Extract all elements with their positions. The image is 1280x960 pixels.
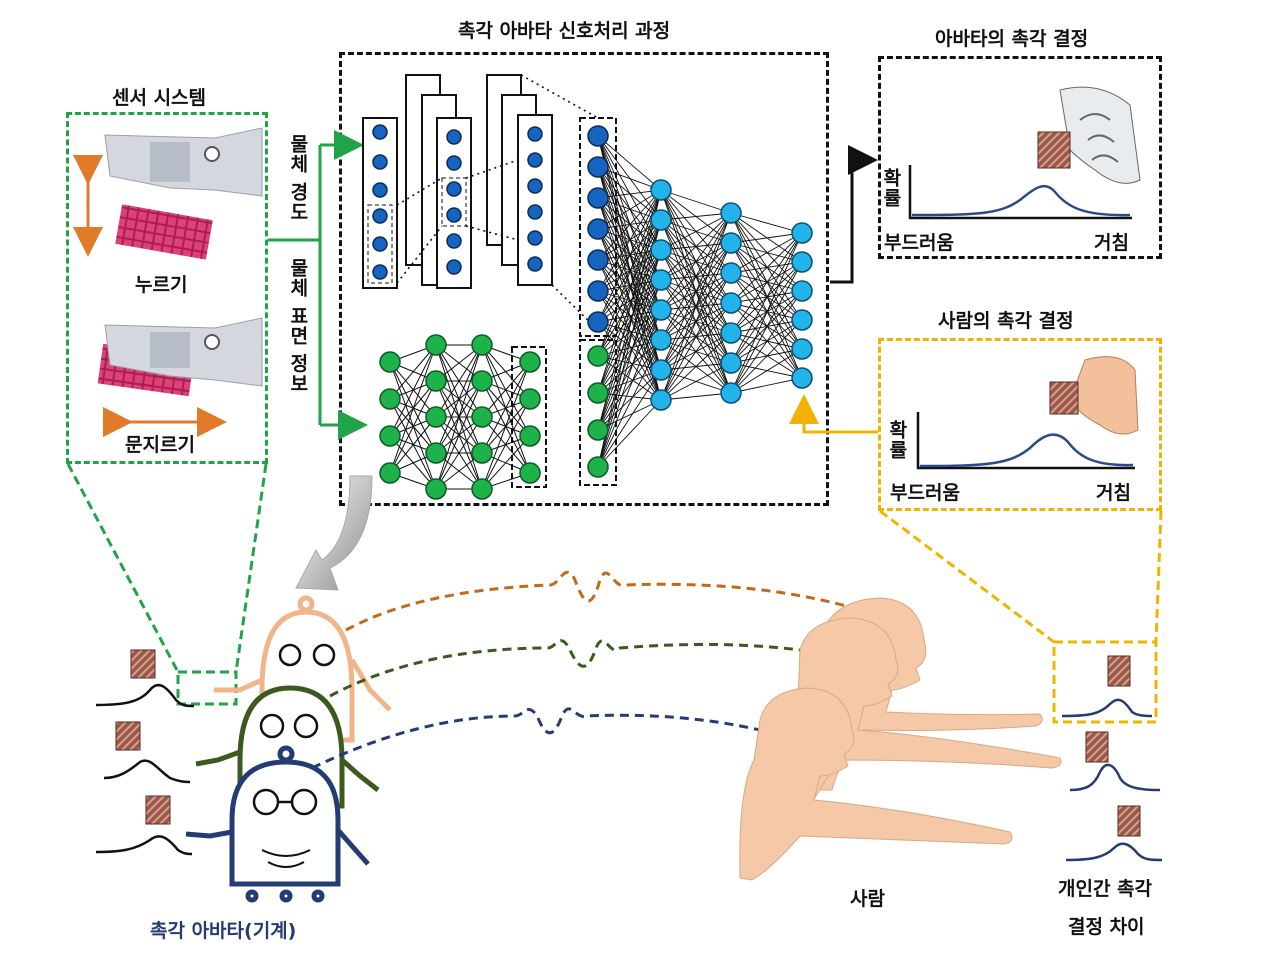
merged-network (579, 117, 813, 486)
input-node-green (587, 345, 609, 367)
hidden-node (791, 222, 813, 244)
mlp-node (519, 425, 541, 447)
input-node-blue (587, 156, 609, 178)
mlp-node (379, 351, 401, 373)
human-plot-x-right: 거침 (1096, 482, 1131, 504)
hidden-node (720, 202, 742, 224)
mlp-node (471, 334, 493, 356)
hidden-node (720, 352, 742, 374)
human-label: 사람 (850, 888, 885, 910)
mlp-node (519, 462, 541, 484)
avatar-plot-x-right: 거침 (1094, 232, 1129, 254)
mlp-node (425, 478, 447, 500)
hidden-node (791, 280, 813, 302)
hidden-node (720, 232, 742, 254)
input-node-blue (587, 311, 609, 333)
hidden-node (650, 359, 672, 381)
human-silhouettes (739, 597, 1062, 881)
avatar-label: 촉각 아바타(기계) (150, 920, 297, 942)
input-node-green (587, 419, 609, 441)
zoom-lines (66, 463, 1163, 724)
hidden-node (791, 309, 813, 331)
cnn-feature-maps (362, 74, 599, 331)
human-decision-title: 사람의 촉각 결정 (938, 310, 1074, 332)
mlp-node (379, 425, 401, 447)
hidden-node (650, 389, 672, 411)
signal-navy (311, 707, 761, 770)
avatar-distributions (95, 649, 195, 856)
hidden-node (650, 209, 672, 231)
human-distributions (1061, 655, 1163, 862)
mlp-branch (379, 334, 547, 500)
mlp-node (471, 406, 493, 428)
hidden-node (650, 299, 672, 321)
robot-navy (185, 745, 370, 903)
press-label: 누르기 (135, 274, 188, 296)
input-node-blue (587, 280, 609, 302)
hidden-node (720, 262, 742, 284)
sensor-frame (66, 112, 268, 464)
input-node-blue (587, 125, 609, 147)
difference-label-line2: 결정 차이 (1068, 916, 1145, 938)
input-arrows (268, 130, 368, 440)
hidden-node (720, 322, 742, 344)
avatar-decision-title: 아바타의 촉각 결정 (935, 28, 1089, 50)
hidden-node (791, 251, 813, 273)
mlp-node (379, 388, 401, 410)
input-node-green (587, 382, 609, 404)
output-arrow-avatar (830, 145, 878, 284)
sensor-press-image (104, 127, 263, 260)
hidden-node (791, 338, 813, 360)
mlp-node (519, 351, 541, 373)
network-frame (339, 52, 829, 506)
human-decision-plot (916, 356, 1139, 470)
mlp-node (471, 442, 493, 464)
rub-label: 문지르기 (125, 434, 195, 456)
input-node-green (587, 456, 609, 478)
avatar-decision-frame (878, 56, 1162, 259)
human-plot-y-label: 확률 (885, 420, 908, 460)
hidden-node (791, 367, 813, 389)
mlp-node (519, 388, 541, 410)
hardness-path-label: 물체 경도 (286, 134, 309, 222)
surface-path-label: 물체 표면 정보 (286, 258, 309, 394)
input-node-blue (587, 249, 609, 271)
hidden-node (650, 329, 672, 351)
mlp-node (425, 334, 447, 356)
mlp-node (425, 406, 447, 428)
input-node-blue (587, 187, 609, 209)
signal-orange (345, 570, 861, 632)
avatar-plot-y-label: 확률 (879, 168, 902, 208)
hidden-node (720, 292, 742, 314)
avatar-plot-x-left: 부드러움 (884, 232, 954, 254)
mlp-node (425, 442, 447, 464)
human-plot-x-left: 부드러움 (890, 482, 960, 504)
hidden-node (720, 382, 742, 404)
hidden-node (650, 269, 672, 291)
input-node-blue (587, 218, 609, 240)
hidden-node (650, 179, 672, 201)
difference-label-line1: 개인간 촉각 (1058, 878, 1153, 900)
gray-curved-arrow (295, 475, 373, 591)
avatar-decision-plot (908, 86, 1141, 220)
signal-darkgreen (329, 639, 801, 698)
mlp-node (471, 370, 493, 392)
hidden-node (650, 239, 672, 261)
human-decision-frame (878, 338, 1162, 511)
mlp-node (471, 478, 493, 500)
mlp-node (425, 370, 447, 392)
mlp-node (379, 462, 401, 484)
sensor-title: 센서 시스템 (112, 87, 207, 109)
network-title: 촉각 아바타 신호처리 과정 (458, 20, 671, 42)
sensor-rub-image (97, 317, 263, 397)
human-feedback-arrow (789, 394, 878, 434)
